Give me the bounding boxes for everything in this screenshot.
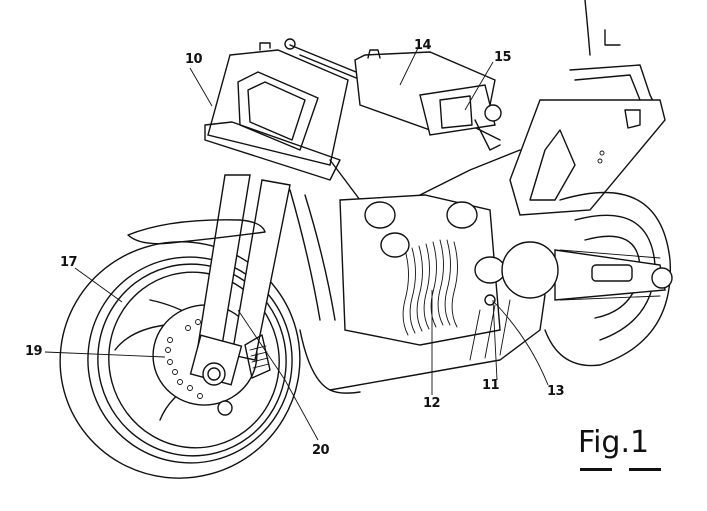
engine bbox=[339, 194, 559, 346]
leader-15 bbox=[464, 61, 494, 111]
leader-11 bbox=[492, 299, 498, 381]
cylinder-fins bbox=[402, 239, 458, 336]
caption-underline-left bbox=[580, 468, 612, 471]
caption-underline-right bbox=[629, 468, 661, 471]
ref-12: 12 bbox=[423, 396, 441, 411]
leader-19 bbox=[44, 351, 166, 358]
ref-20: 20 bbox=[312, 443, 330, 458]
leader-20 bbox=[237, 309, 319, 441]
leader-17 bbox=[74, 267, 123, 303]
ref-13: 13 bbox=[547, 384, 565, 399]
figure-caption: Fig.1 bbox=[578, 425, 650, 460]
ref-14: 14 bbox=[414, 38, 432, 53]
ref-19: 19 bbox=[25, 344, 43, 359]
ref-15: 15 bbox=[494, 50, 512, 65]
front-fork bbox=[189, 174, 291, 416]
ref-11: 11 bbox=[482, 378, 500, 393]
headlamp-assembly bbox=[204, 38, 349, 181]
leader-14 bbox=[399, 47, 419, 86]
upper-bracket bbox=[419, 84, 502, 151]
ref-17: 17 bbox=[60, 255, 78, 270]
front-fender bbox=[127, 219, 266, 245]
leader-13 bbox=[494, 302, 549, 386]
swingarm bbox=[554, 249, 673, 301]
rear-subframe bbox=[509, 0, 666, 216]
front-wheel bbox=[59, 241, 301, 479]
leader-10 bbox=[189, 67, 213, 107]
ref-10: 10 bbox=[185, 52, 203, 67]
